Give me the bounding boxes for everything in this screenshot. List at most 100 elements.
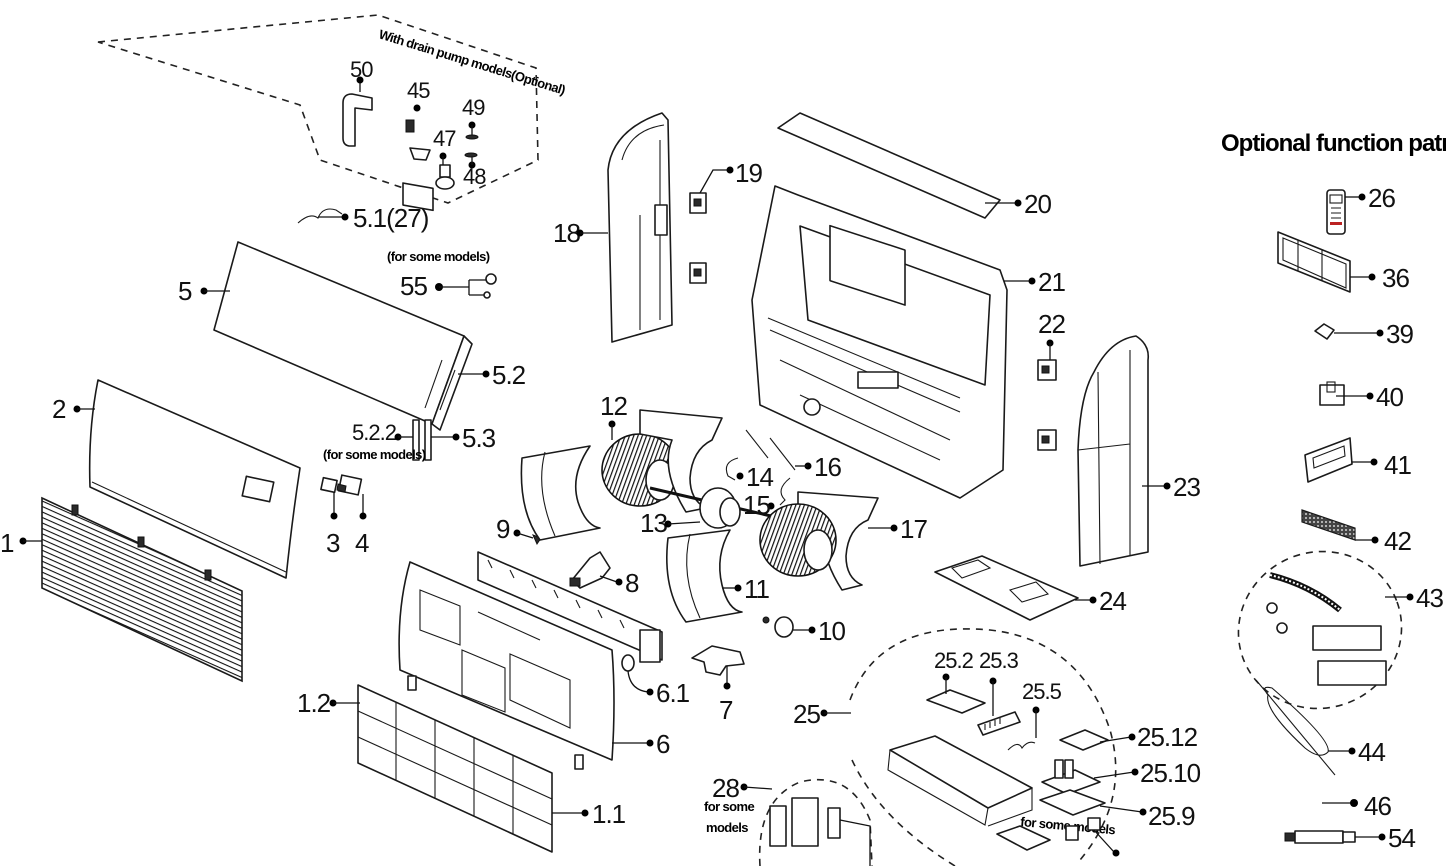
svg-text:1.2: 1.2 <box>297 688 331 718</box>
callout-5-3: 5.3 <box>431 423 497 453</box>
part-8-stepper-motor <box>569 551 611 589</box>
svg-text:28: 28 <box>712 773 739 803</box>
part-40 <box>1319 381 1345 406</box>
callout-11: 11 <box>722 574 771 604</box>
svg-text:43: 43 <box>1416 583 1443 613</box>
part-11-volute-lower <box>666 529 743 623</box>
callout-45: 45 <box>407 78 431 112</box>
svg-text:25.12: 25.12 <box>1137 722 1198 752</box>
part-54-pipe-connector <box>1284 830 1356 844</box>
callout-49: 49 <box>462 95 486 135</box>
svg-text:models: models <box>706 820 748 835</box>
part-21-chassis <box>751 185 1008 499</box>
callout-13: 13 <box>640 508 701 538</box>
callout-5: 5 <box>178 276 230 306</box>
svg-text:14: 14 <box>746 462 773 492</box>
svg-text:25.3: 25.3 <box>979 648 1019 673</box>
svg-text:13: 13 <box>640 508 667 538</box>
svg-text:46: 46 <box>1364 791 1391 821</box>
part-25-box <box>889 735 1033 809</box>
part-6-1-knob <box>621 654 635 672</box>
callout-39: 39 <box>1334 319 1414 349</box>
callout-22: 22 <box>1038 309 1066 360</box>
part-1-intake-grille <box>41 496 243 683</box>
part-relay <box>1087 817 1101 831</box>
part-36-filter-frame <box>1277 231 1351 293</box>
callout-14: 14 <box>736 462 774 492</box>
callout-47: 47 <box>433 126 457 165</box>
part-24-drain-tray <box>934 555 1079 621</box>
electric-box-outline <box>849 628 1117 866</box>
svg-text:17: 17 <box>900 514 927 544</box>
svg-text:5: 5 <box>178 276 192 306</box>
part-12-fan-wheel <box>601 433 679 507</box>
part-7-bracket <box>691 645 745 676</box>
callout-5-2: 5.2 <box>458 360 527 390</box>
callout-25-10: 25.10 <box>1093 758 1202 788</box>
part-23-right-side-panel <box>1077 335 1150 567</box>
callout-17: 17 <box>868 514 928 544</box>
svg-text:19: 19 <box>735 158 762 188</box>
callout-15: 15 <box>743 490 775 520</box>
callout-18: 18 <box>553 218 608 248</box>
part-5-evaporator <box>213 241 473 461</box>
callout-1-1: 1.1 <box>552 799 627 829</box>
callout-10: 10 <box>793 616 846 646</box>
svg-text:21: 21 <box>1038 267 1065 297</box>
svg-text:15: 15 <box>743 490 770 520</box>
part-55-fitting <box>485 273 497 285</box>
svg-text:5.3: 5.3 <box>462 423 496 453</box>
callout-5-2-2: 5.2.2 (for some models) <box>323 420 426 462</box>
part-47-float-switch <box>435 164 455 190</box>
svg-text:7: 7 <box>719 695 733 725</box>
part-25-3-terminal-block <box>977 711 1021 736</box>
callout-44: 44 <box>1328 737 1386 767</box>
part-41 <box>1304 437 1353 483</box>
callout-25: 25 <box>793 699 851 729</box>
svg-text:(for some models): (for some models) <box>387 249 490 264</box>
part-26-remote-controller <box>1326 189 1346 235</box>
svg-text:44: 44 <box>1358 737 1385 767</box>
part-18-left-side-panel <box>607 112 673 343</box>
part-25-10-power-board <box>1041 759 1101 795</box>
part-volute-left <box>520 445 601 541</box>
callout-50: 50 <box>350 57 374 92</box>
callout-7: 7 <box>719 666 734 725</box>
svg-text:45: 45 <box>407 78 430 103</box>
part-28-group <box>758 778 873 866</box>
callout-26: 26 <box>1345 183 1396 213</box>
svg-text:26: 26 <box>1368 183 1395 213</box>
svg-text:3: 3 <box>326 528 340 558</box>
electric-box-group: for some models <box>849 628 1117 866</box>
part-25-12-board <box>1059 729 1109 751</box>
svg-text:49: 49 <box>462 95 485 120</box>
callout-6: 6 <box>612 729 671 759</box>
callout-16: 16 <box>795 452 842 482</box>
callout-28: 28 for some models <box>704 773 773 835</box>
callout-25-9: 25.9 <box>1099 801 1196 831</box>
callout-54: 54 <box>1355 823 1416 853</box>
callout-25-5: 25.5 <box>1022 679 1063 738</box>
callout-25-2: 25.2 <box>934 648 975 694</box>
svg-text:16: 16 <box>814 452 841 482</box>
part-transformer <box>1065 825 1079 841</box>
callout-25-3: 25.3 <box>979 648 1020 716</box>
svg-text:1.1: 1.1 <box>592 799 626 829</box>
callout-23: 23 <box>1142 472 1201 502</box>
callout-24: 24 <box>1075 586 1127 616</box>
svg-text:20: 20 <box>1024 189 1051 219</box>
svg-text:5.1(27): 5.1(27) <box>353 203 429 233</box>
svg-text:8: 8 <box>625 568 639 598</box>
callout-5-1: 5.1(27) <box>297 203 430 233</box>
part-50-drain-pipe <box>342 93 373 147</box>
svg-text:1: 1 <box>0 528 14 558</box>
callout-25-12: 25.12 <box>1099 722 1199 752</box>
part-optional-board <box>996 825 1051 851</box>
svg-text:39: 39 <box>1386 319 1413 349</box>
part-42-mesh <box>1301 509 1356 541</box>
callout-42: 42 <box>1355 526 1412 556</box>
svg-text:6.1: 6.1 <box>656 678 690 708</box>
callout-relay <box>1093 829 1120 857</box>
callout-43: 43 <box>1385 583 1444 613</box>
callout-2: 2 <box>52 394 95 424</box>
